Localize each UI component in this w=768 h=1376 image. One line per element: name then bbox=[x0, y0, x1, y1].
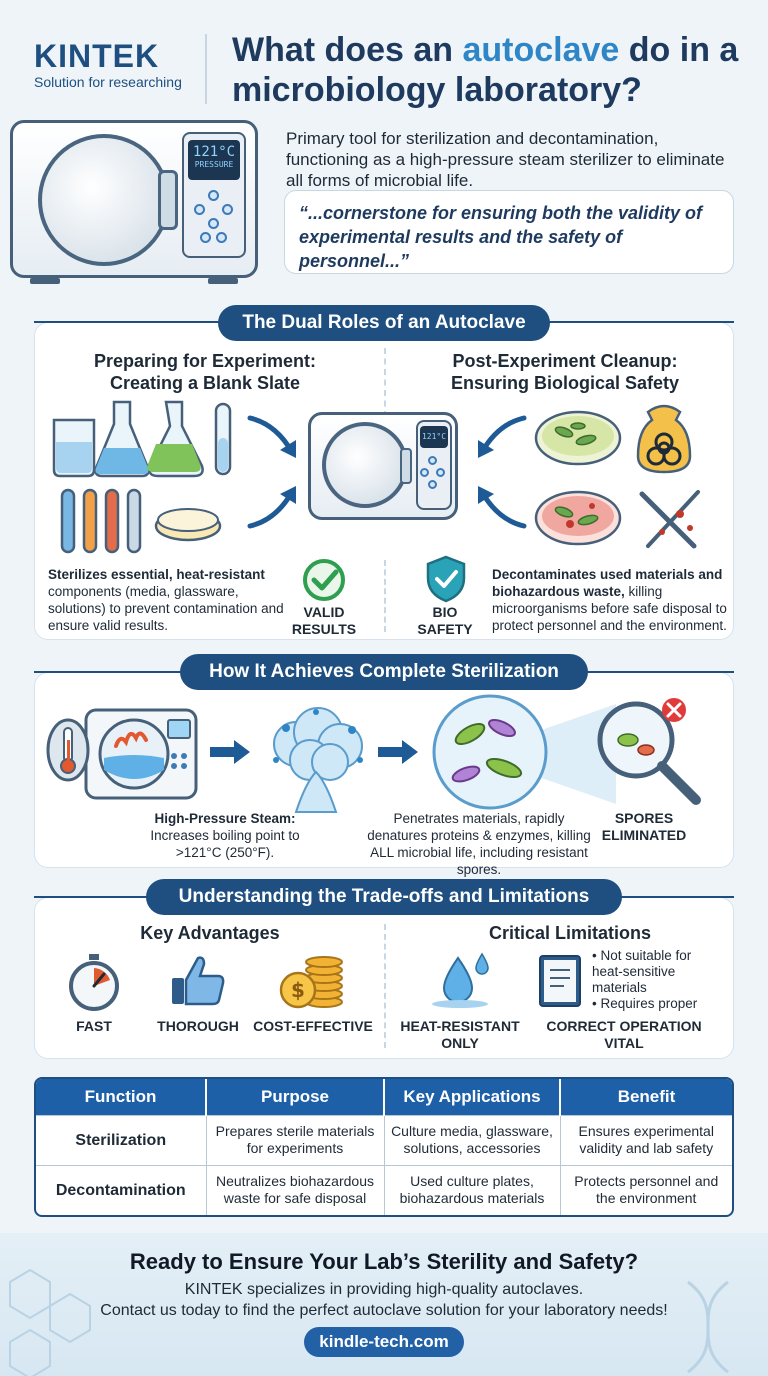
advantages-heading: Key Advantages bbox=[140, 923, 280, 943]
stopwatch-icon bbox=[69, 954, 119, 1011]
table-header-benefit: Benefit bbox=[560, 1079, 732, 1115]
table-row: Sterilization Prepares sterile materials… bbox=[36, 1114, 732, 1166]
microbes-icon bbox=[432, 694, 616, 810]
prep-description: Sterilizes essential, heat-resistant com… bbox=[48, 567, 284, 633]
dna-decoration-icon bbox=[687, 1280, 729, 1374]
lab-glassware-icon bbox=[52, 400, 232, 554]
dual-roles-title: The Dual Roles of an Autoclave bbox=[218, 305, 550, 341]
table-cell: Decontamination bbox=[36, 1164, 207, 1215]
table-cell: Ensures experimental validity and lab sa… bbox=[560, 1114, 732, 1166]
valid-results-label: VALID RESULTS bbox=[291, 604, 357, 637]
cleanup-heading: Post-Experiment Cleanup: Ensuring Biolog… bbox=[450, 351, 680, 393]
quote-box: “...cornerstone for ensuring both the va… bbox=[284, 190, 734, 274]
water-drops-icon bbox=[432, 952, 489, 1008]
svg-text:$: $ bbox=[291, 978, 305, 1002]
bio-safety-label: BIO SAFETY bbox=[417, 604, 473, 637]
table-cell: Protects personnel and the environment bbox=[560, 1164, 732, 1215]
hero-display-label: PRESSURE bbox=[194, 160, 234, 169]
cleanup-description: Decontaminates used materials and biohaz… bbox=[492, 567, 727, 633]
coins-icon: $ bbox=[279, 956, 343, 1009]
steam-description: High-Pressure Steam: Increases boiling p… bbox=[150, 811, 300, 860]
cta-line-2: Contact us today to find the perfect aut… bbox=[100, 1302, 668, 1319]
prep-heading: Preparing for Experiment: Creating a Bla… bbox=[93, 351, 317, 393]
penetrate-description: Penetrates materials, rapidly denatures … bbox=[367, 811, 591, 877]
hero-autoclave-illustration: 121°C PRESSURE bbox=[10, 120, 260, 290]
manual-book-icon bbox=[539, 955, 581, 1007]
table-cell: Used culture plates, biohazardous materi… bbox=[384, 1164, 561, 1215]
table-header-row: Function Purpose Key Applications Benefi… bbox=[36, 1079, 732, 1115]
table-header-purpose: Purpose bbox=[206, 1079, 385, 1115]
intro-text: Primary tool for sterilization and decon… bbox=[286, 129, 725, 190]
badge-divider bbox=[384, 560, 386, 632]
title-part-2: do in a microbiology laboratory? bbox=[232, 31, 739, 109]
table-cell: Neutralizes biohazardous waste for safe … bbox=[206, 1164, 385, 1215]
table-header-applications: Key Applications bbox=[384, 1079, 561, 1115]
table-header-function: Function bbox=[36, 1079, 207, 1115]
table-row: Decontamination Neutralizes biohazardous… bbox=[36, 1164, 732, 1215]
heated-autoclave-icon bbox=[46, 708, 198, 800]
spores-eliminated-label: SPORES ELIMINATED bbox=[601, 810, 687, 843]
arrow-in-top-right-icon bbox=[478, 415, 527, 458]
website-link-button[interactable]: kindle-tech.com bbox=[304, 1327, 464, 1357]
fast-label: FAST bbox=[76, 1018, 112, 1034]
tradeoffs-divider bbox=[384, 924, 386, 1048]
title-highlight: autoclave bbox=[462, 31, 620, 69]
limitations-bullets: • Not suitable for heat-sensitive materi… bbox=[592, 948, 698, 1011]
kintek-logo: KINTEK bbox=[34, 38, 160, 74]
title-part-1: What does an bbox=[232, 31, 463, 69]
cost-effective-label: COST-EFFECTIVE bbox=[253, 1018, 373, 1034]
header-divider bbox=[205, 34, 207, 104]
contaminated-materials-icon bbox=[534, 404, 700, 549]
tradeoffs-title: Understanding the Trade-offs and Limitat… bbox=[146, 879, 622, 915]
thorough-label: THOROUGH bbox=[157, 1018, 239, 1034]
page-title: What does an autoclave do in a microbiol… bbox=[232, 30, 752, 110]
sterilization-title: How It Achieves Complete Sterilization bbox=[180, 654, 588, 690]
check-icon bbox=[303, 559, 345, 601]
table-cell: Culture media, glassware, solutions, acc… bbox=[384, 1114, 561, 1166]
table-cell: Prepares sterile materials for experimen… bbox=[206, 1114, 385, 1166]
table-cell: Sterilization bbox=[36, 1114, 207, 1166]
arrow-in-bottom-left-icon bbox=[247, 486, 296, 529]
cta-title: Ready to Ensure Your Lab’s Sterility and… bbox=[129, 1249, 639, 1274]
hexagon-decoration-icon bbox=[9, 1268, 91, 1376]
arrow-right-icon bbox=[210, 740, 250, 764]
steam-icon bbox=[273, 707, 363, 813]
center-display-temp: 121°C bbox=[420, 426, 448, 448]
arrow-right-icon bbox=[378, 740, 418, 764]
arrow-in-top-left-icon bbox=[247, 415, 296, 458]
cta-line-1: KINTEK specializes in providing high-qua… bbox=[184, 1281, 584, 1298]
heat-resistant-label: HEAT-RESISTANT ONLY bbox=[400, 1018, 520, 1051]
logo-tagline: Solution for researching bbox=[34, 74, 182, 90]
summary-table: Function Purpose Key Applications Benefi… bbox=[34, 1077, 734, 1217]
dual-divider bbox=[384, 348, 386, 438]
hero-display-temp: 121°C bbox=[192, 144, 236, 160]
arrow-in-bottom-right-icon bbox=[478, 486, 527, 529]
correct-operation-label: CORRECT OPERATION VITAL bbox=[546, 1018, 702, 1051]
limitations-heading: Critical Limitations bbox=[488, 923, 652, 943]
magnifier-spore-icon bbox=[597, 698, 701, 805]
center-autoclave-illustration: 121°C bbox=[308, 412, 458, 528]
shield-icon bbox=[426, 555, 466, 603]
thumbs-up-icon bbox=[172, 956, 225, 1006]
